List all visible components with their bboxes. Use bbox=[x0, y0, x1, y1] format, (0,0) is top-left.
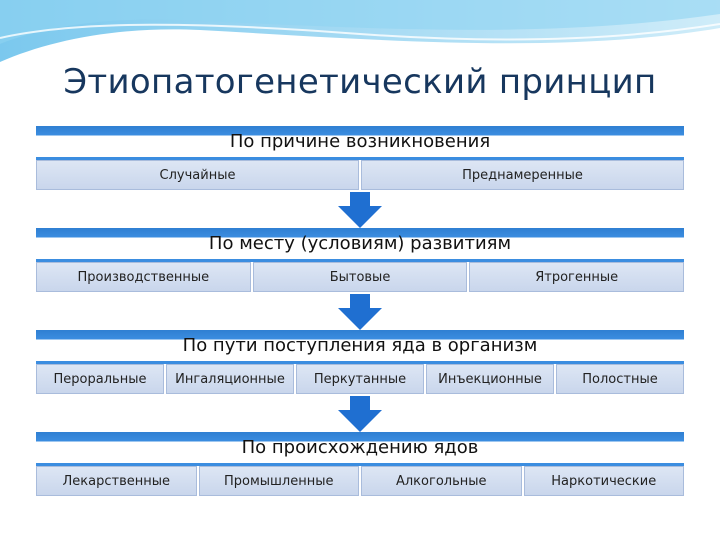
block-header-label: По происхождению ядов bbox=[241, 437, 479, 458]
down-arrow-icon bbox=[338, 396, 382, 432]
category-item: Ятрогенные bbox=[469, 262, 685, 292]
block-items: Пероральные Ингаляционные Перкутанные Ин… bbox=[36, 364, 684, 394]
block-header: По месту (условиям) развитиям bbox=[36, 228, 684, 262]
down-arrow-icon bbox=[338, 192, 382, 228]
category-item: Преднамеренные bbox=[361, 160, 684, 190]
page-title: Этиопатогенетический принцип bbox=[63, 62, 657, 102]
block-cause: По причине возникновения Случайные Предн… bbox=[36, 126, 684, 190]
block-place: По месту (условиям) развитиям Производст… bbox=[36, 228, 685, 292]
category-item: Алкогольные bbox=[361, 466, 522, 496]
down-arrow-icon bbox=[338, 294, 382, 330]
category-item: Перкутанные bbox=[296, 364, 424, 394]
block-route: По пути поступления яда в организм Перор… bbox=[36, 330, 684, 394]
category-item: Ингаляционные bbox=[166, 364, 294, 394]
category-item: Бытовые bbox=[252, 262, 468, 292]
category-item: Пероральные bbox=[36, 364, 164, 394]
category-item: Производственные bbox=[36, 262, 251, 292]
category-item: Случайные bbox=[36, 160, 359, 190]
block-items: Лекарственные Промышленные Алкогольные Н… bbox=[36, 466, 684, 496]
category-item: Наркотические bbox=[523, 466, 684, 496]
block-header-label: По пути поступления яда в организм bbox=[182, 335, 538, 356]
block-header: По происхождению ядов bbox=[36, 432, 684, 466]
header-decoration bbox=[0, 0, 720, 62]
category-item: Промышленные bbox=[198, 466, 359, 496]
block-header: По пути поступления яда в организм bbox=[36, 330, 684, 364]
block-origin: По происхождению ядов Лекарственные Пром… bbox=[36, 432, 684, 496]
category-item: Полостные bbox=[556, 364, 684, 394]
block-header: По причине возникновения bbox=[36, 126, 684, 160]
category-item: Инъекционные bbox=[426, 364, 554, 394]
block-items: Случайные Преднамеренные bbox=[36, 160, 684, 190]
block-items: Производственные Бытовые Ятрогенные bbox=[36, 262, 685, 292]
category-item: Лекарственные bbox=[36, 466, 197, 496]
block-header-label: По причине возникновения bbox=[229, 131, 491, 152]
block-header-label: По месту (условиям) развитиям bbox=[208, 233, 512, 254]
